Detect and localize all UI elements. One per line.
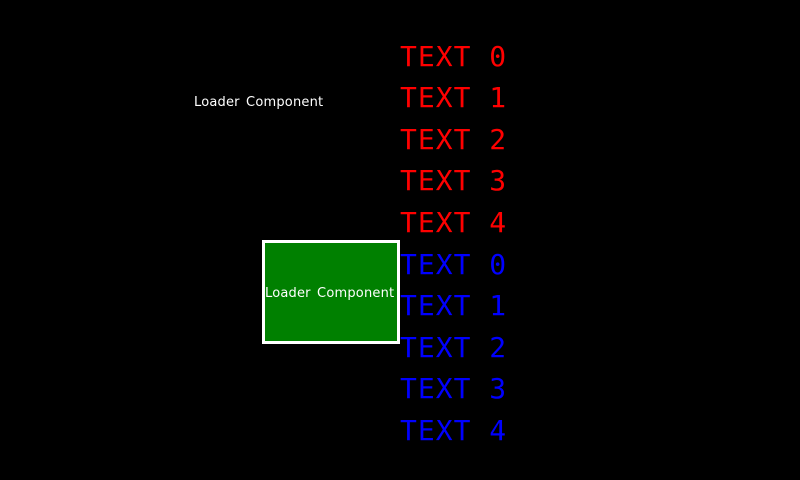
loader-component-box-label: Loader Component bbox=[265, 286, 395, 301]
text-item-red-3[interactable]: TEXT 3 bbox=[400, 164, 508, 197]
text-item-red-0[interactable]: TEXT 0 bbox=[400, 40, 508, 73]
loader-component-box[interactable]: Loader Component bbox=[262, 240, 400, 344]
text-item-red-4[interactable]: TEXT 4 bbox=[400, 206, 508, 239]
text-item-blue-4[interactable]: TEXT 4 bbox=[400, 414, 508, 447]
text-item-blue-3[interactable]: TEXT 3 bbox=[400, 372, 508, 405]
text-item-blue-0[interactable]: TEXT 0 bbox=[400, 248, 508, 281]
text-item-blue-1[interactable]: TEXT 1 bbox=[400, 289, 508, 322]
loader-component-label: Loader Component bbox=[194, 95, 324, 110]
text-item-blue-2[interactable]: TEXT 2 bbox=[400, 331, 508, 364]
text-item-red-2[interactable]: TEXT 2 bbox=[400, 123, 508, 156]
text-item-red-1[interactable]: TEXT 1 bbox=[400, 81, 508, 114]
text-list: TEXT 0 TEXT 1 TEXT 2 TEXT 3 TEXT 4 TEXT … bbox=[400, 36, 600, 456]
